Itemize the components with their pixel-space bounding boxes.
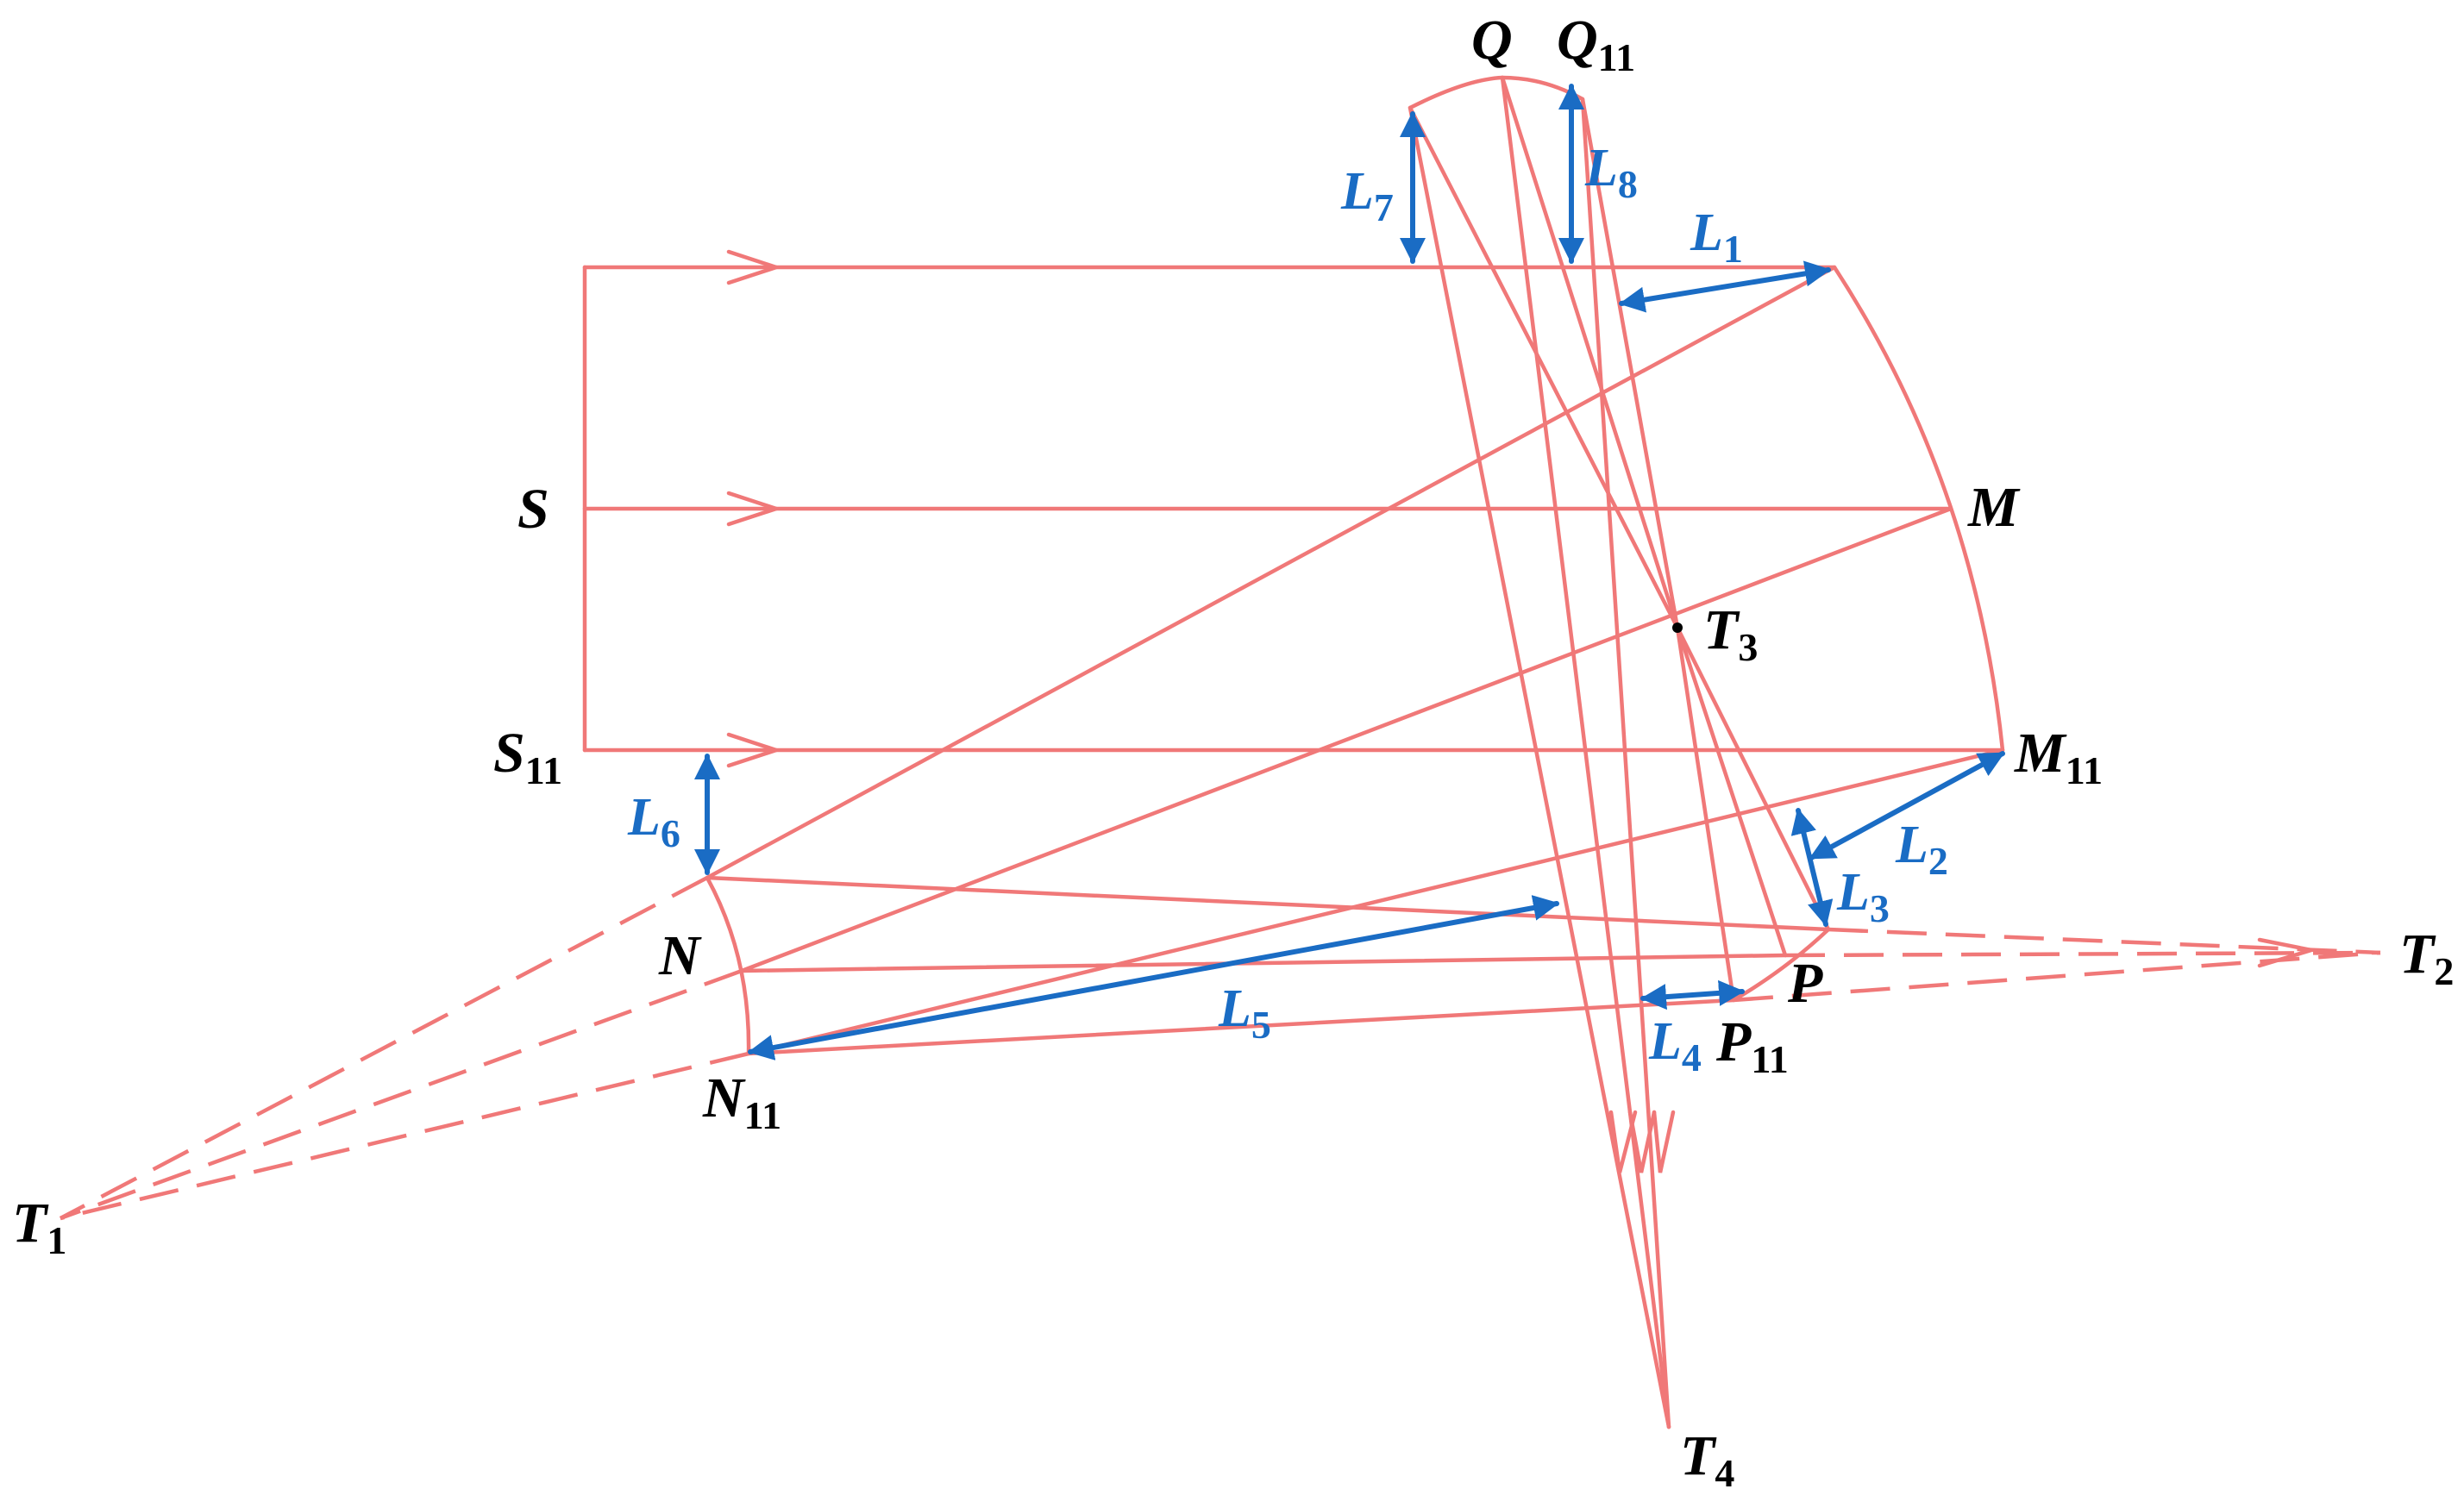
label-S11: S11 <box>493 722 562 792</box>
ray-T3-to-Q <box>1500 75 1680 630</box>
dimension-L5-arrow <box>748 895 1559 1060</box>
label-L8: L8 <box>1584 139 1638 206</box>
dimension-L4-arrow <box>1640 979 1745 1010</box>
focus-dot-T3 <box>1672 623 1683 633</box>
direction-arrow <box>2257 937 2312 968</box>
virtual-ray-T2 <box>1828 927 2381 955</box>
mirror-Q <box>1408 75 1584 110</box>
direction-arrow <box>726 491 783 527</box>
virtual-ray-T2 <box>1784 950 2381 958</box>
direction-arrow <box>1608 1110 1638 1173</box>
label-Q11: Q11 <box>1557 9 1635 79</box>
reflected-ray-top <box>705 265 1837 880</box>
label-L2: L2 <box>1895 816 1948 883</box>
ray-Q-to-T4 <box>1408 105 1671 1430</box>
label-T1: T1 <box>12 1192 66 1262</box>
mirror-P <box>1732 928 1830 1002</box>
dimension-L1-arrow <box>1619 260 1831 313</box>
label-T4: T4 <box>1680 1424 1734 1489</box>
label-P11: P11 <box>1715 1010 1789 1081</box>
label-M: M <box>1967 476 2021 539</box>
label-L1: L1 <box>1690 203 1743 271</box>
direction-arrow <box>1652 1110 1676 1173</box>
virtual-ray-T1 <box>59 876 709 1220</box>
label-S: S <box>517 478 549 541</box>
mirror-N <box>705 876 751 1054</box>
label-T2: T2 <box>2399 923 2454 993</box>
ray-T3-to-Q11 <box>1580 97 1680 630</box>
direction-arrow <box>1627 1110 1657 1173</box>
ray-Q11-to-T4 <box>1580 97 1671 1430</box>
ray-P11-to-T3 <box>1675 625 1736 1003</box>
label-N: N <box>658 924 702 987</box>
label-L6: L6 <box>627 788 680 855</box>
ray-P-to-T3 <box>1675 625 1788 958</box>
virtual-ray-T1 <box>60 968 743 1221</box>
direction-arrow <box>726 732 783 768</box>
mirror-M <box>1833 266 2005 751</box>
label-Q: Q <box>1471 9 1513 72</box>
label-L4: L4 <box>1648 1012 1702 1079</box>
label-T3: T3 <box>1703 598 1758 669</box>
label-L5: L5 <box>1218 979 1271 1047</box>
label-N11: N11 <box>702 1067 781 1137</box>
reflected-ray-mid <box>739 506 1953 973</box>
label-M11: M11 <box>2014 722 2103 792</box>
ray-T3-to-Q <box>1408 105 1680 630</box>
label-L7: L7 <box>1340 162 1394 229</box>
label-P: P <box>1787 952 1823 1015</box>
ray-Q-to-T4 <box>1500 75 1671 1430</box>
label-L3: L3 <box>1836 863 1890 930</box>
dimension-group <box>694 84 2005 1060</box>
dimension-L2-arrow <box>1809 751 2005 860</box>
virtual-ray-T1 <box>60 1051 749 1221</box>
dimension-L3-arrow <box>1790 808 1834 927</box>
direction-arrow <box>726 249 783 285</box>
